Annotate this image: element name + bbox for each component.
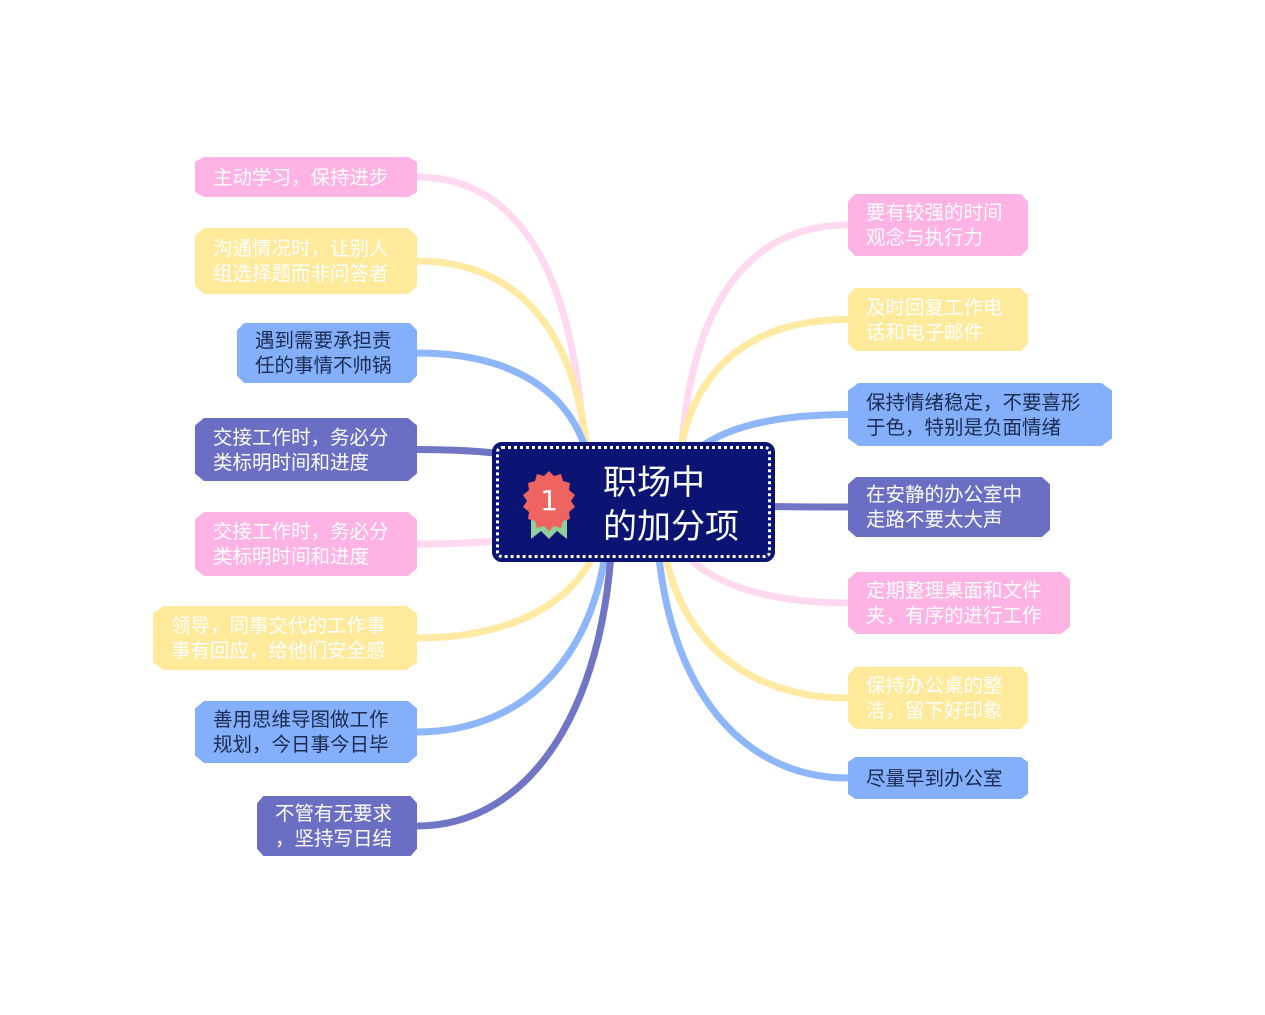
topic-node-left[interactable]: 遇到需要承担责任的事情不帅锅 xyxy=(237,323,417,383)
topic-node-text: 领导，同事交代的工作事事有回应，给他们安全感 xyxy=(171,613,386,663)
topic-node-left[interactable]: 主动学习，保持进步 xyxy=(195,157,417,197)
topic-node-left[interactable]: 不管有无要求，坚持写日结 xyxy=(257,796,417,856)
topic-node-right[interactable]: 定期整理桌面和文件夹，有序的进行工作 xyxy=(848,572,1070,634)
topic-node-line: 保持情绪稳定，不要喜形 xyxy=(866,390,1081,414)
topic-node-line: 善用思维导图做工作 xyxy=(213,708,389,731)
central-topic-line: 的加分项 xyxy=(603,507,739,547)
central-topic-title: 职场中 的加分项 xyxy=(603,461,768,549)
topic-node-line: 领导，同事交代的工作事 xyxy=(171,614,386,637)
topic-node-line: 及时回复工作电 xyxy=(866,295,1003,319)
topic-node-line: 洁，留下好印象 xyxy=(866,699,1003,722)
topic-node-text: 沟通情况时，让别人组选择题而非问答者 xyxy=(213,236,389,286)
topic-node-line: 事有回应，给他们安全感 xyxy=(171,639,386,662)
connector-line xyxy=(413,496,617,830)
award-ribbon-icon: 1 xyxy=(523,471,575,539)
topic-node-line: 走路不要太大声 xyxy=(866,508,1003,531)
topic-node-left[interactable]: 领导，同事交代的工作事事有回应，给他们安全感 xyxy=(153,606,417,670)
topic-node-right[interactable]: 要有较强的时间观念与执行力 xyxy=(848,194,1028,256)
topic-node-right[interactable]: 及时回复工作电话和电子邮件 xyxy=(848,288,1028,351)
topic-node-line: 规划，今日事今日毕 xyxy=(213,733,389,756)
topic-node-line: 组选择题而非问答者 xyxy=(213,262,389,285)
topic-node-line: 定期整理桌面和文件 xyxy=(866,579,1042,602)
topic-node-left[interactable]: 交接工作时，务必分类标明时间和进度 xyxy=(195,418,417,481)
topic-node-right[interactable]: 尽量早到办公室 xyxy=(848,757,1028,799)
topic-node-text: 保持情绪稳定，不要喜形于色，特别是负面情绪 xyxy=(866,390,1081,440)
badge-number: 1 xyxy=(540,484,558,517)
topic-node-line: 尽量早到办公室 xyxy=(866,766,1003,790)
topic-node-line: 类标明时间和进度 xyxy=(213,545,370,568)
topic-node-text: 定期整理桌面和文件夹，有序的进行工作 xyxy=(866,578,1042,628)
topic-node-right[interactable]: 保持办公桌的整洁，留下好印象 xyxy=(848,667,1028,729)
topic-node-text: 保持办公桌的整洁，留下好印象 xyxy=(866,673,1003,723)
topic-node-line: 主动学习，保持进步 xyxy=(213,165,389,189)
topic-node-text: 交接工作时，务必分类标明时间和进度 xyxy=(213,425,389,475)
topic-node-line: 沟通情况时，让别人 xyxy=(213,237,389,260)
topic-node-text: 交接工作时，务必分类标明时间和进度 xyxy=(213,519,389,569)
topic-node-line: 保持办公桌的整 xyxy=(866,674,1003,697)
topic-node-left[interactable]: 交接工作时，务必分类标明时间和进度 xyxy=(195,512,417,576)
connector-line xyxy=(652,496,852,782)
topic-node-line: 遇到需要承担责 xyxy=(255,329,392,352)
topic-node-left[interactable]: 善用思维导图做工作规划，今日事今日毕 xyxy=(195,701,417,763)
central-topic[interactable]: 1 职场中 的加分项 xyxy=(492,442,775,562)
central-topic-line: 职场中 xyxy=(603,463,705,503)
topic-node-line: ，坚持写日结 xyxy=(275,827,393,850)
topic-node-right[interactable]: 保持情绪稳定，不要喜形于色，特别是负面情绪 xyxy=(848,383,1112,446)
topic-node-text: 尽量早到办公室 xyxy=(866,766,1003,791)
topic-node-text: 善用思维导图做工作规划，今日事今日毕 xyxy=(213,707,389,757)
topic-node-line: 任的事情不帅锅 xyxy=(255,354,392,377)
topic-node-text: 遇到需要承担责任的事情不帅锅 xyxy=(255,328,392,378)
topic-node-line: 在安静的办公室中 xyxy=(866,483,1023,506)
topic-node-text: 不管有无要求，坚持写日结 xyxy=(275,801,392,851)
topic-node-line: 要有较强的时间 xyxy=(866,201,1003,224)
topic-node-line: 不管有无要求 xyxy=(275,802,393,825)
topic-node-line: 交接工作时，务必分 xyxy=(213,425,389,449)
topic-node-line: 观念与执行力 xyxy=(866,226,984,249)
topic-node-text: 及时回复工作电话和电子邮件 xyxy=(866,295,1003,345)
topic-node-line: 话和电子邮件 xyxy=(866,320,984,344)
topic-node-line: 于色，特别是负面情绪 xyxy=(866,415,1062,439)
topic-node-left[interactable]: 沟通情况时，让别人组选择题而非问答者 xyxy=(195,228,417,294)
topic-node-line: 夹，有序的进行工作 xyxy=(866,604,1042,627)
topic-node-text: 在安静的办公室中走路不要太大声 xyxy=(866,482,1022,532)
topic-node-line: 交接工作时，务必分 xyxy=(213,520,389,543)
topic-node-text: 要有较强的时间观念与执行力 xyxy=(866,200,1003,250)
topic-node-right[interactable]: 在安静的办公室中走路不要太大声 xyxy=(848,477,1050,537)
topic-node-text: 主动学习，保持进步 xyxy=(213,165,389,190)
topic-node-line: 类标明时间和进度 xyxy=(213,450,370,474)
